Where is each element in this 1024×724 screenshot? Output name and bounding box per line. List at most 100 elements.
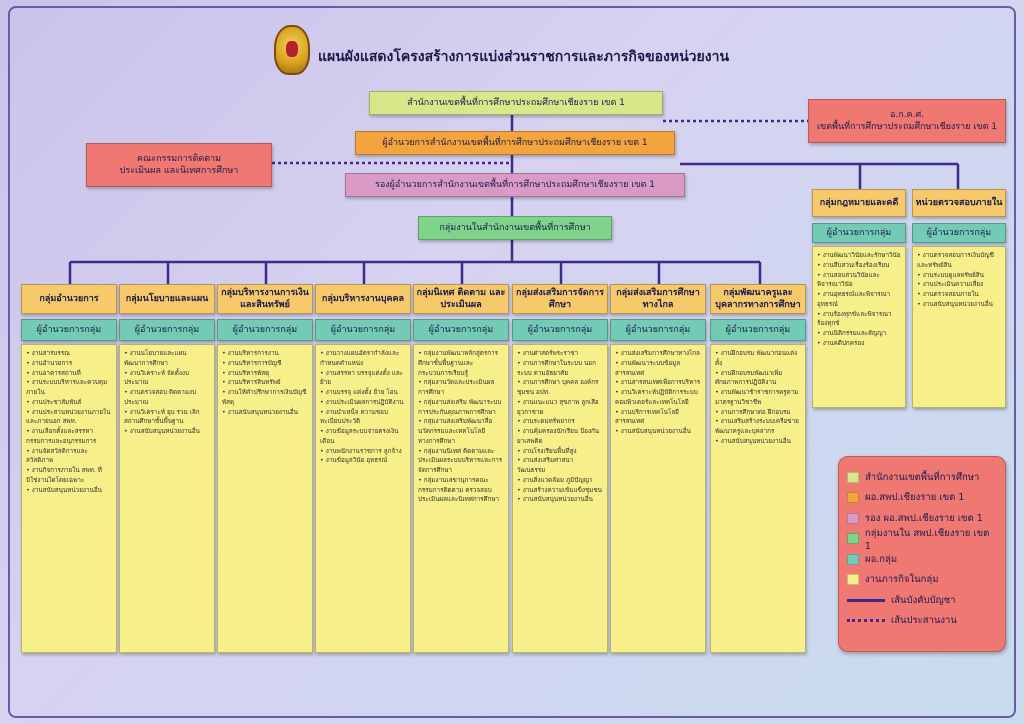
task-item: กลุ่มงานเลขานุการคณะกรรมการติดตาม ตรวจสอ… <box>418 476 504 505</box>
group-1-director: ผู้อำนวยการกลุ่ม <box>21 319 117 341</box>
group-7-director: ผู้อำนวยการกลุ่ม <box>610 319 706 341</box>
task-item: กลุ่มงานพัฒนาหลักสูตรการศึกษาขั้นพื้นฐาน… <box>418 349 504 378</box>
groups-box: กลุ่มงานในสำนักงานเขตพื้นที่การศึกษา <box>418 216 612 240</box>
task-item: งานประชาสัมพันธ์ <box>26 398 112 408</box>
legend-item: กลุ่มงานใน สพป.เชียงราย เขต 1 <box>847 527 997 552</box>
task-item: งานประสานหน่วยงานภายในและภายนอก สพท. <box>26 408 112 428</box>
legend-swatch <box>847 533 859 545</box>
task-list: งานสารบรรณงานอำนวยการงานอาคารสถานที่งานร… <box>26 349 112 495</box>
task-item: งานเสริมสร้างระบบเครือข่าย พัฒนาครูและบุ… <box>715 417 801 437</box>
emblem-logo <box>274 25 310 75</box>
deputy-box: รองผู้อำนวยการสำนักงานเขตพื้นที่การศึกษา… <box>345 173 685 197</box>
task-item: งานประเมินผลการปฏิบัติงาน <box>320 398 406 408</box>
legend-swatch <box>847 512 859 524</box>
task-item: กลุ่มงานส่งเสริม พัฒนาระบบการประกันคุณภา… <box>418 398 504 418</box>
legend-label: กลุ่มงานใน สพป.เชียงราย เขต 1 <box>864 527 990 552</box>
group-4-tasks: งานวางแผนอัตรากำลังและกำหนดตำแหน่งงานสรร… <box>315 344 411 653</box>
legend-item: สำนักงานเขตพื้นที่การศึกษา <box>847 467 997 488</box>
task-item: งานพนักงานราชการ ลูกจ้าง <box>320 447 406 457</box>
group-2-director: ผู้อำนวยการกลุ่ม <box>119 319 215 341</box>
group-6-header: กลุ่มส่งเสริมการจัดการศึกษา <box>512 284 608 314</box>
task-item: งานวางแผนอัตรากำลังและกำหนดตำแหน่ง <box>320 349 406 369</box>
committee-box: คณะกรรมการติดตาม ประเมินผล และนิเทศการศึ… <box>86 143 272 187</box>
task-item: งานบริหารการบัญชี <box>222 359 308 369</box>
group-8-tasks: งานฝึกอบรม พัฒนาก่อนแต่งตั้งงานฝึกอบรมพั… <box>710 344 806 653</box>
task-item: งานบริหารพัสดุ <box>222 369 308 379</box>
task-item: งานระบบบริหารและควบคุมภายใน <box>26 378 112 398</box>
task-item: งานบริหารสินทรัพย์ <box>222 378 308 388</box>
task-item: งานสารสนเทศเพื่อการบริหาร <box>615 378 701 388</box>
task-item: งานสร้างความเข้มแข็งชุมชน <box>517 486 603 496</box>
task-item: งานส่งเสริมศาสนา วัฒนธรรม <box>517 456 603 476</box>
legend-item: งานภารกิจในกลุ่ม <box>847 570 997 591</box>
task-item: งานนโยบายและแผนพัฒนาการศึกษา <box>124 349 210 369</box>
task-item: งานประเมินความเสี่ยง <box>917 280 1001 290</box>
task-item: งานศาสตร์พระราชา <box>517 349 603 359</box>
legend-label: งานภารกิจในกลุ่ม <box>865 574 939 586</box>
group-6-tasks: งานศาสตร์พระราชางานการศึกษาในระบบ นอกระบ… <box>512 344 608 653</box>
side-unit-2-header: หน่วยตรวจสอบภายใน <box>912 189 1006 217</box>
task-item: กลุ่มงานส่งเสริมพัฒนาสื่อนวัตกรรมและเทคโ… <box>418 417 504 446</box>
group-4-header: กลุ่มบริหารงานบุคคล <box>315 284 411 314</box>
legend-swatch <box>847 492 859 504</box>
task-item: งานนิติกรรมและสัญญา <box>817 329 901 339</box>
group-3-tasks: งานบริหารการงานงานบริหารการบัญชีงานบริหา… <box>217 344 313 653</box>
task-item: งานวิเคราะห์ ยุบ รวม เลิกสถานศึกษาขั้นพื… <box>124 408 210 428</box>
task-item: งานร้องทุกข์และพิจารณาร้องทุกข์ <box>817 310 901 330</box>
task-item: งานสนับสนุนหน่วยงานอื่น <box>715 437 801 447</box>
group-2-tasks: งานนโยบายและแผนพัฒนาการศึกษางานวิเคราะห์… <box>119 344 215 653</box>
group-3-director: ผู้อำนวยการกลุ่ม <box>217 319 313 341</box>
group-6-director: ผู้อำนวยการกลุ่ม <box>512 319 608 341</box>
side-unit-2-tasks: งานตรวจสอบการเงินบัญชีและทรัพย์สินงานระบ… <box>912 246 1006 408</box>
task-item: งานตรวจสอบการเงินบัญชีและทรัพย์สิน <box>917 251 1001 271</box>
task-item: งานส่งเสริมการศึกษาทางไกล <box>615 349 701 359</box>
group-1-tasks: งานสารบรรณงานอำนวยการงานอาคารสถานที่งานร… <box>21 344 117 653</box>
task-item: งานให้คำปรึกษาการเงินบัญชี พัสดุ <box>222 388 308 408</box>
legend-swatch <box>847 553 859 565</box>
task-item: งานระบบดูแลทรัพย์สิน <box>917 271 1001 281</box>
page-frame <box>8 6 1016 718</box>
legend-item: ผอ.สพป.เชียงราย เขต 1 <box>847 488 997 509</box>
task-item: งานสืบสวนเรื่องร้องเรียน <box>817 261 901 271</box>
office-box: สำนักงานเขตพื้นที่การศึกษาประถมศึกษาเชีย… <box>369 91 663 115</box>
task-item: งานสนับสนุนหน่วยงานอื่น <box>517 495 603 505</box>
solid-line-icon <box>847 598 885 602</box>
task-item: งานบำเหน็จ ความชอบ ทะเบียนประวัติ <box>320 408 406 428</box>
side-unit-1-tasks: งานพัฒนาวินัยและรักษาวินัยงานสืบสวนเรื่อ… <box>812 246 906 408</box>
group-7-tasks: งานส่งเสริมการศึกษาทางไกลงานพัฒนาระบบข้อ… <box>610 344 706 653</box>
task-item: งานสนับสนุนหน่วยงานอื่น <box>26 486 112 496</box>
task-item: งานแนะแนว สุขภาพ ลูกเสือ ยุวกาชาด <box>517 398 603 418</box>
legend-item: เส้นประสานงาน <box>847 611 997 632</box>
task-item: งานอาคารสถานที่ <box>26 369 112 379</box>
legend-label: ผอ.กลุ่ม <box>865 553 898 565</box>
task-item: งานบริหารการงาน <box>222 349 308 359</box>
task-list: งานพัฒนาวินัยและรักษาวินัยงานสืบสวนเรื่อ… <box>817 251 901 349</box>
task-list: กลุ่มงานพัฒนาหลักสูตรการศึกษาขั้นพื้นฐาน… <box>418 349 504 505</box>
task-item: งานวิเคราะห์ จัดตั้งงบประมาณ <box>124 369 210 389</box>
task-item: งานข้อมูลวินัย อุทธรณ์ <box>320 456 406 466</box>
task-item: งานบรรจุ แต่งตั้ง ย้าย โอน <box>320 388 406 398</box>
task-item: กลุ่มงานวัดและประเมินผลการศึกษา <box>418 378 504 398</box>
legend-label: สำนักงานเขตพื้นที่การศึกษา <box>865 471 980 483</box>
legend-swatch <box>847 471 859 483</box>
task-item: งานบริการเทคโนโลยีสารสนเทศ <box>615 408 701 428</box>
task-item: งานกิจการภายใน สพท. ที่มิใช่งานใดโดยเฉพา… <box>26 466 112 486</box>
group-5-header: กลุ่มนิเทศ ติดตาม และประเมินผล <box>413 284 509 314</box>
legend-label: เส้นบังคับบัญชา <box>891 594 956 606</box>
group-8-director: ผู้อำนวยการกลุ่ม <box>710 319 806 341</box>
legend-item: รอง ผอ.สพป.เชียงราย เขต 1 <box>847 508 997 529</box>
task-item: งานสนับสนุนหน่วยงานอื่น <box>917 300 1001 310</box>
task-item: งานการศึกษาในระบบ นอกระบบ ตามอัธยาศัย <box>517 359 603 379</box>
side-unit-2-director: ผู้อำนวยการกลุ่ม <box>912 223 1006 243</box>
task-item: กลุ่มงานนิเทศ ติดตามและประเมินผลระบบบริห… <box>418 447 504 476</box>
task-item: งานการศึกษา บุคคล องค์กรชุมชน อปท. <box>517 378 603 398</box>
task-list: งานฝึกอบรม พัฒนาก่อนแต่งตั้งงานฝึกอบรมพั… <box>715 349 801 447</box>
task-item: งานตรวจสอบภายใน <box>917 290 1001 300</box>
legend: สำนักงานเขตพื้นที่การศึกษาผอ.สพป.เชียงรา… <box>838 456 1006 652</box>
task-item: งานโรงเรียนพื้นที่สูง <box>517 447 603 457</box>
group-4-director: ผู้อำนวยการกลุ่ม <box>315 319 411 341</box>
page-title: แผนผังแสดงโครงสร้างการแบ่งส่วนราชการและภ… <box>318 49 730 65</box>
task-item: งานตรวจสอบ ติดตามงบประมาณ <box>124 388 210 408</box>
task-item: งานการศึกษาต่อ ฝึกอบรม <box>715 408 801 418</box>
task-item: งานคดีปกครอง <box>817 339 901 349</box>
